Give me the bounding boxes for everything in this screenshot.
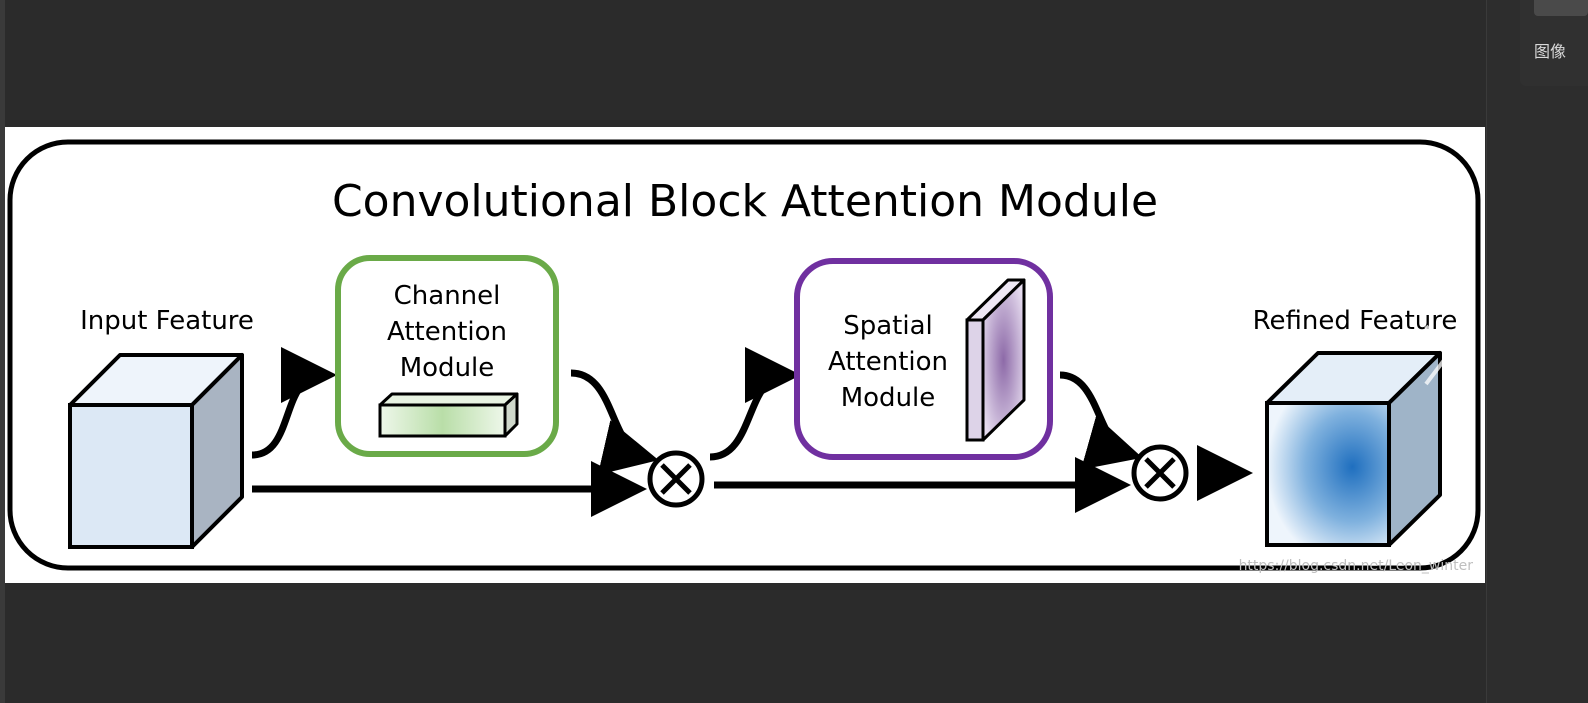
image-canvas: Convolutional Block Attention Module Inp… [5, 127, 1485, 583]
spatial-module-line-2: Attention [828, 347, 948, 377]
right-panel [1486, 0, 1588, 703]
side-tab-label[interactable]: 图像 [1534, 42, 1567, 61]
multiply-operator-2 [1131, 444, 1189, 502]
channel-module-line-3: Module [400, 353, 495, 383]
refined-feature-label: Refined Feature [1253, 306, 1458, 336]
diagram-title: Convolutional Block Attention Module [332, 176, 1158, 227]
channel-module-line-2: Attention [387, 317, 507, 347]
cbam-diagram: Convolutional Block Attention Module Inp… [7, 139, 1481, 574]
arrow-multiply-1-to-spatial [709, 347, 801, 461]
refined-feature-cube [1265, 351, 1442, 547]
input-feature-cube [68, 353, 244, 549]
multiply-operator-1 [647, 450, 705, 508]
spatial-module-line-3: Module [841, 383, 936, 413]
arrow-channel-to-multiply-1 [570, 369, 659, 475]
channel-attention-bar [378, 392, 519, 438]
spatial-module-line-1: Spatial [843, 311, 933, 341]
input-feature-label: Input Feature [80, 306, 254, 336]
arrow-input-to-channel [251, 347, 337, 459]
left-panel-edge [0, 0, 5, 703]
chevron-left-icon[interactable] [38, 320, 78, 390]
arrow-spatial-to-multiply-2 [1059, 371, 1143, 470]
spatial-attention-map [965, 278, 1026, 442]
chevron-right-icon[interactable] [1416, 320, 1456, 390]
side-tab-button[interactable] [1534, 0, 1588, 16]
watermark-text: https://blog.csdn.net/Leon_winter [1239, 558, 1474, 574]
channel-module-line-1: Channel [394, 281, 501, 311]
